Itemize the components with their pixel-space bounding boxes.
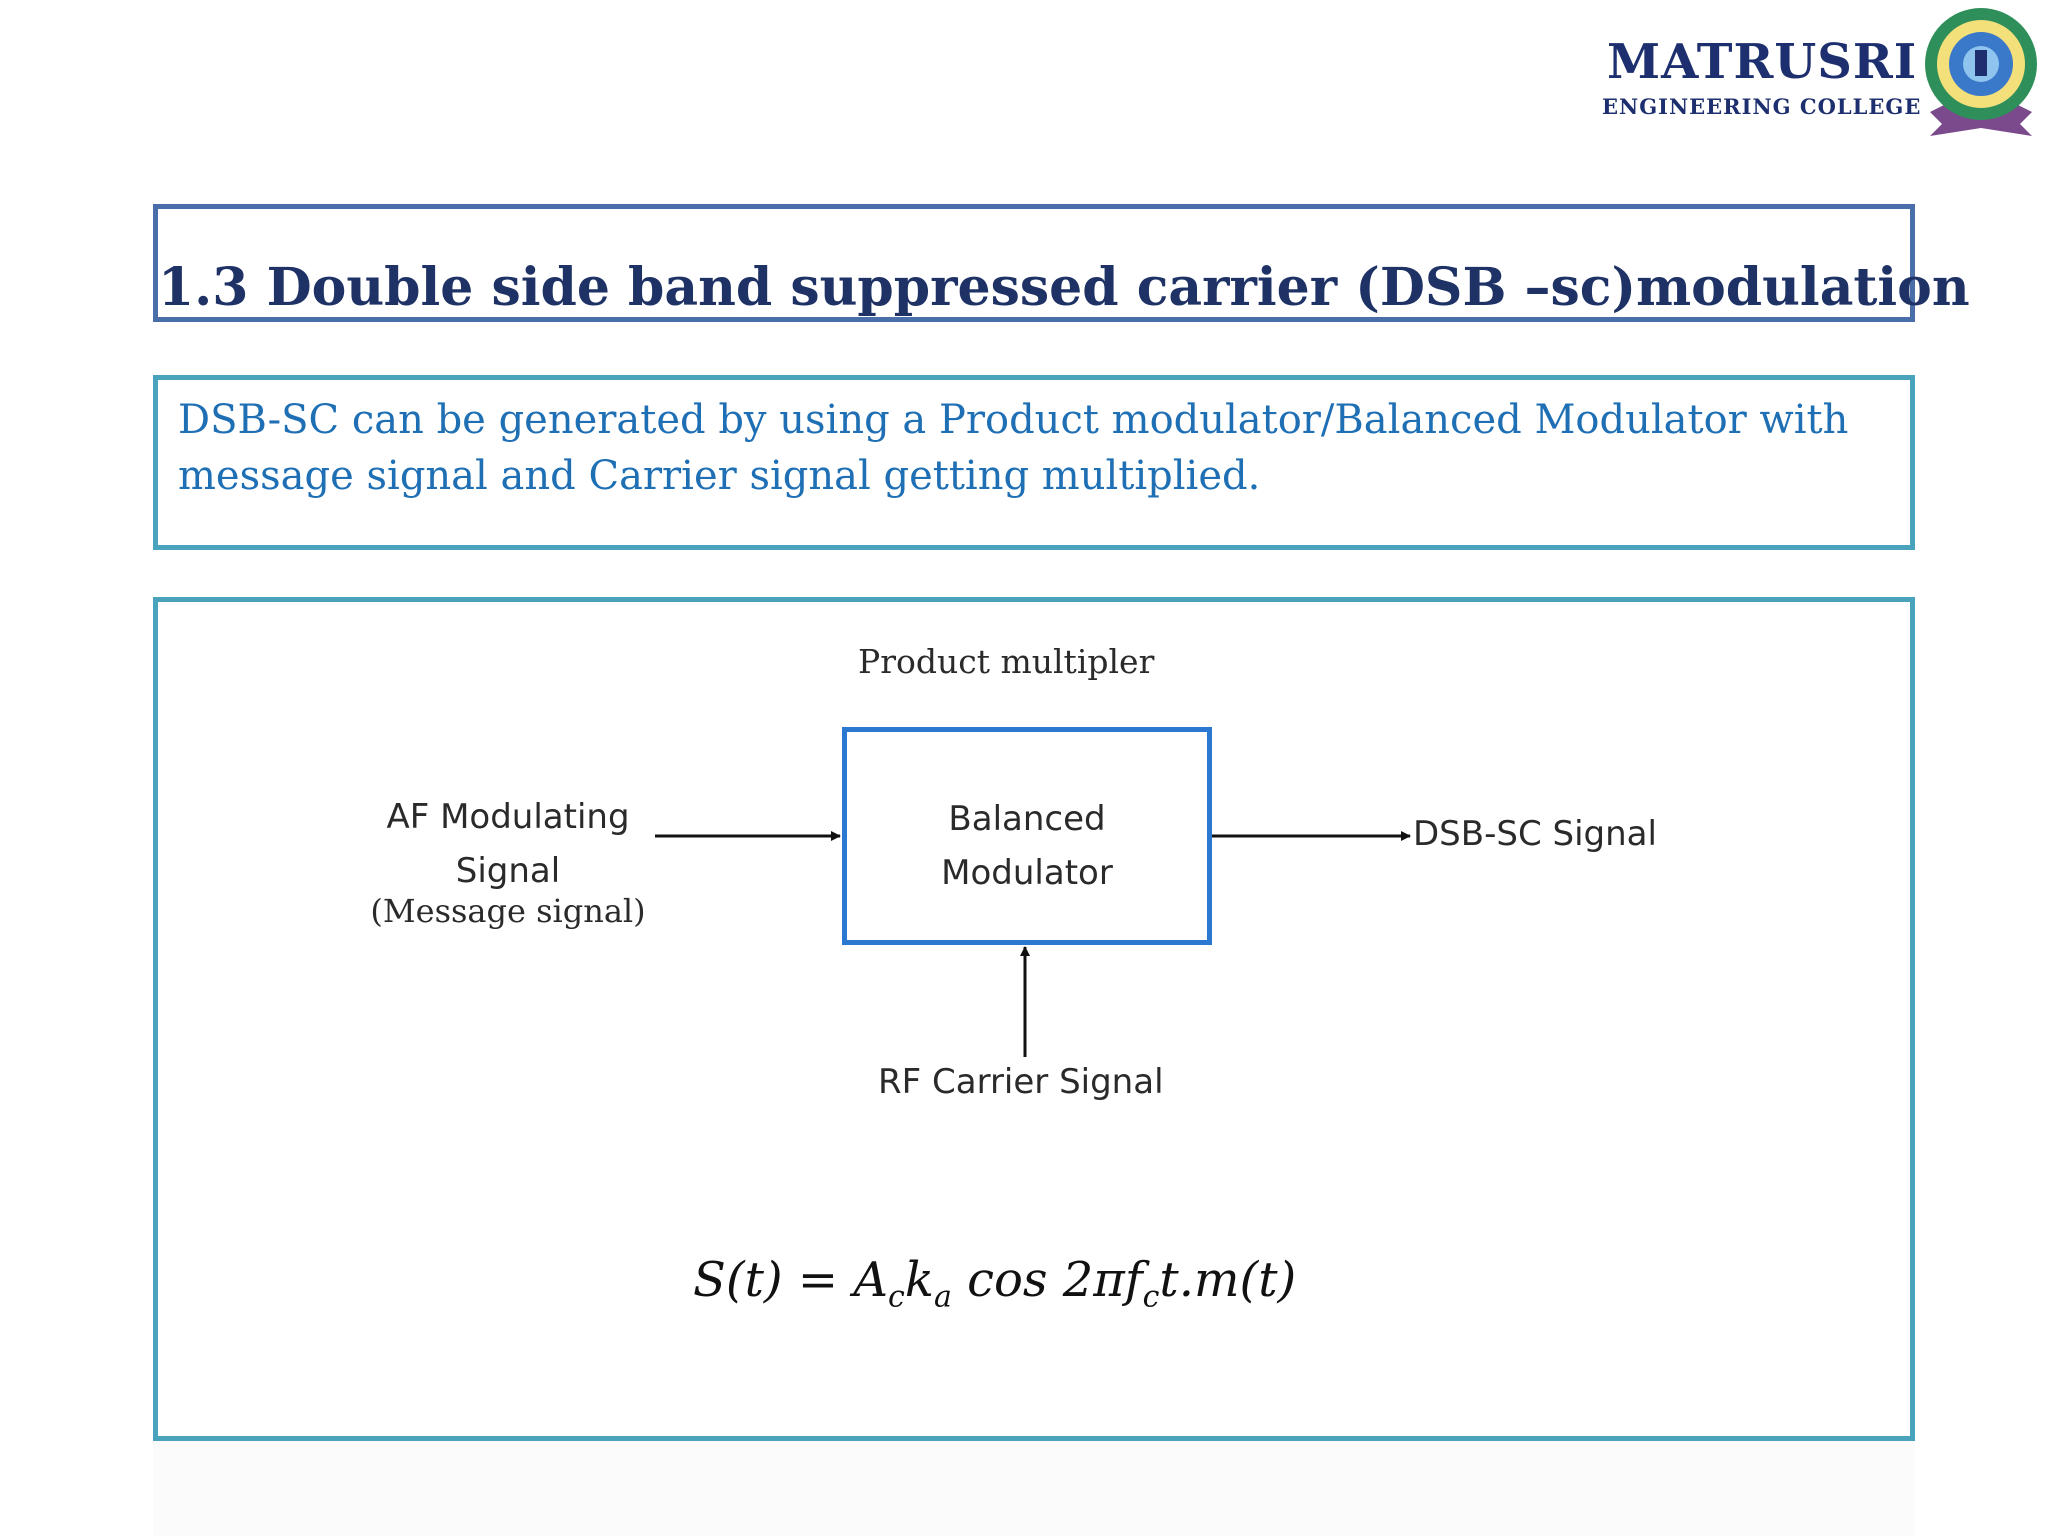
college-name: MATRUSRI (1607, 34, 1918, 90)
formula-sub-1: c (888, 1279, 905, 1315)
output-signal-label: DSB-SC Signal (1413, 814, 1657, 854)
description-box: DSB-SC can be generated by using a Produ… (153, 375, 1915, 550)
description-text: DSB-SC can be generated by using a Produ… (178, 392, 1890, 504)
formula-sub-2: a (933, 1279, 952, 1315)
college-logo: MATRUSRI ENGINEERING COLLEGE (1590, 0, 2048, 150)
formula-part-k: k (904, 1252, 934, 1308)
block-label-line-2: Modulator (941, 853, 1113, 893)
input-signal-label: AF Modulating Signal (363, 790, 653, 898)
balanced-modulator-block: Balanced Modulator (842, 727, 1212, 945)
diagram-arrows (655, 831, 1411, 1057)
formula-part-lhs: S(t) = A (693, 1252, 889, 1308)
college-seal-icon (1925, 8, 2037, 136)
block-label-line-1: Balanced (948, 799, 1106, 839)
footer-strip (153, 1441, 1915, 1536)
input-label-line-1: AF Modulating (386, 797, 630, 837)
block-label: Balanced Modulator (847, 792, 1207, 900)
description-line-2: message signal and Carrier signal gettin… (178, 453, 1261, 499)
message-signal-label: (Message signal) (370, 892, 646, 930)
carrier-signal-label: RF Carrier Signal (878, 1062, 1164, 1102)
formula-part-cos: cos 2πf (951, 1252, 1143, 1308)
title-box: 1.3 Double side band suppressed carrier … (153, 204, 1970, 322)
product-multiplier-label: Product multipler (858, 642, 1155, 681)
dsb-sc-formula: S(t) = Acka cos 2πfct.m(t) (693, 1252, 1296, 1315)
input-label-line-2: Signal (455, 851, 561, 891)
formula-part-rhs: t.m(t) (1159, 1252, 1297, 1308)
diagram-box: Product multipler AF Modulating Signal (… (153, 597, 1915, 1441)
slide-title: 1.3 Double side band suppressed carrier … (158, 257, 1970, 318)
college-subtitle: ENGINEERING COLLEGE (1602, 94, 1922, 119)
description-line-1: DSB-SC can be generated by using a Produ… (178, 397, 1849, 443)
formula-sub-3: c (1142, 1279, 1160, 1315)
